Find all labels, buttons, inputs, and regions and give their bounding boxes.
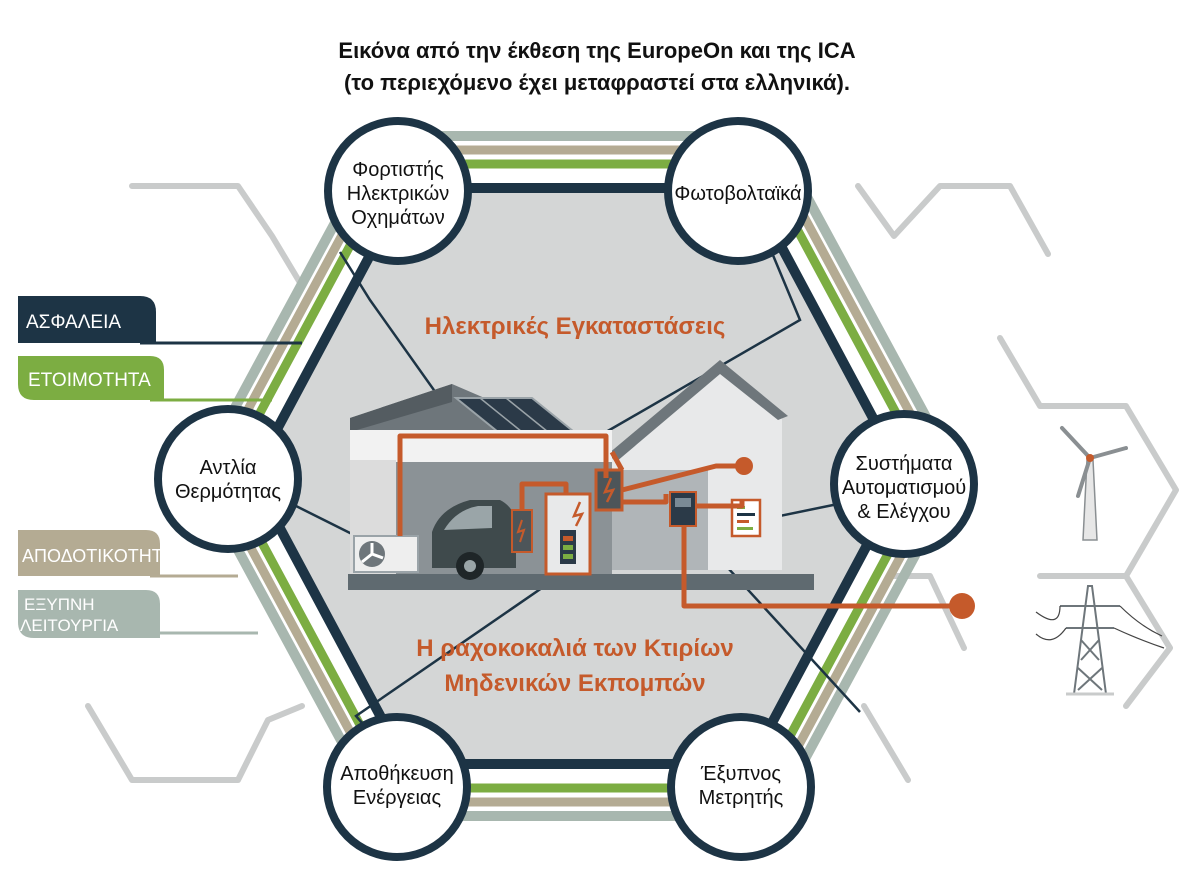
smart-meter-box [669, 491, 697, 527]
grid-connection-point [949, 593, 975, 619]
tag-safety: ΑΣΦΑΛΕΙΑ [18, 296, 156, 343]
node-smart-meter: Έξυπνος Μετρητής [667, 713, 815, 861]
center-title-bottom-line-1: Η ραχοκοκαλιά των Κτιρίων [416, 635, 733, 662]
tag-efficiency-label: ΑΠΟΔΟΤΙΚΟΤΗΤΑ [22, 546, 173, 566]
node-heat-pump-line-2: Θερμότητας [175, 481, 281, 503]
node-storage-line-2: Ενέργειας [353, 787, 442, 809]
tag-readiness: ΕΤΟΙΜΟΤΗΤΑ [18, 356, 164, 400]
tag-smart-operation: ΕΞΥΠΝΗ ΛΕΙΤΟΥΡΓΙΑ [18, 590, 160, 638]
center-title-top: Ηλεκτρικές Εγκαταστάσεις [425, 313, 726, 340]
node-photovoltaics: Φωτοβολταϊκά [664, 117, 812, 265]
caption-line-2: (το περιεχόμενο έχει μεταφραστεί στα ελλ… [344, 70, 850, 95]
node-ev-charger-line-3: Οχημάτων [351, 207, 445, 229]
tag-connector-lines [140, 341, 302, 635]
building-base [348, 574, 814, 590]
tag-smart-operation-line-2: ΛΕΙΤΟΥΡΓΙΑ [20, 616, 119, 635]
node-smart-meter-line-1: Έξυπνος [700, 763, 781, 785]
control-panel [730, 498, 762, 538]
center-title-bottom-line-2: Μηδενικών Εκπομπών [444, 670, 705, 697]
node-ev-charger: Φορτιστής Ηλεκτρικών Οχημάτων [324, 117, 472, 265]
node-automation: Συστήματα Αυτοματισμού & Ελέγχου [830, 410, 978, 558]
node-storage-line-1: Αποθήκευση [340, 763, 454, 785]
node-ev-charger-line-2: Ηλεκτρικών [347, 183, 449, 205]
node-automation-line-2: Αυτοματισμού [842, 477, 966, 499]
tag-smart-operation-line-1: ΕΞΥΠΝΗ [24, 595, 95, 614]
battery-storage [544, 492, 592, 576]
central-switchboard [594, 468, 624, 512]
wind-turbine-icon [1060, 426, 1128, 541]
node-storage: Αποθήκευση Ενέργειας [323, 713, 471, 861]
node-heat-pump-line-1: Αντλία [200, 457, 257, 479]
building-illustration [348, 360, 975, 619]
node-heat-pump: Αντλία Θερμότητας [154, 405, 302, 553]
caption-line-1: Εικόνα από την έκθεση της EuropeOn και τ… [338, 38, 856, 63]
tag-safety-label: ΑΣΦΑΛΕΙΑ [26, 312, 121, 333]
node-automation-line-3: & Ελέγχου [857, 501, 950, 523]
power-wiring [397, 433, 962, 609]
tag-readiness-label: ΕΤΟΙΜΟΤΗΤΑ [28, 370, 151, 391]
electric-car [432, 500, 516, 580]
tag-efficiency: ΑΠΟΔΟΤΙΚΟΤΗΤΑ [18, 530, 173, 576]
heat-pump-unit [353, 535, 419, 573]
power-pylon-icon [1035, 585, 1165, 696]
node-ev-charger-line-1: Φορτιστής [352, 159, 444, 181]
node-photovoltaics-label: Φωτοβολταϊκά [674, 183, 801, 205]
node-automation-line-1: Συστήματα [856, 453, 953, 475]
node-smart-meter-line-2: Μετρητής [699, 787, 784, 809]
